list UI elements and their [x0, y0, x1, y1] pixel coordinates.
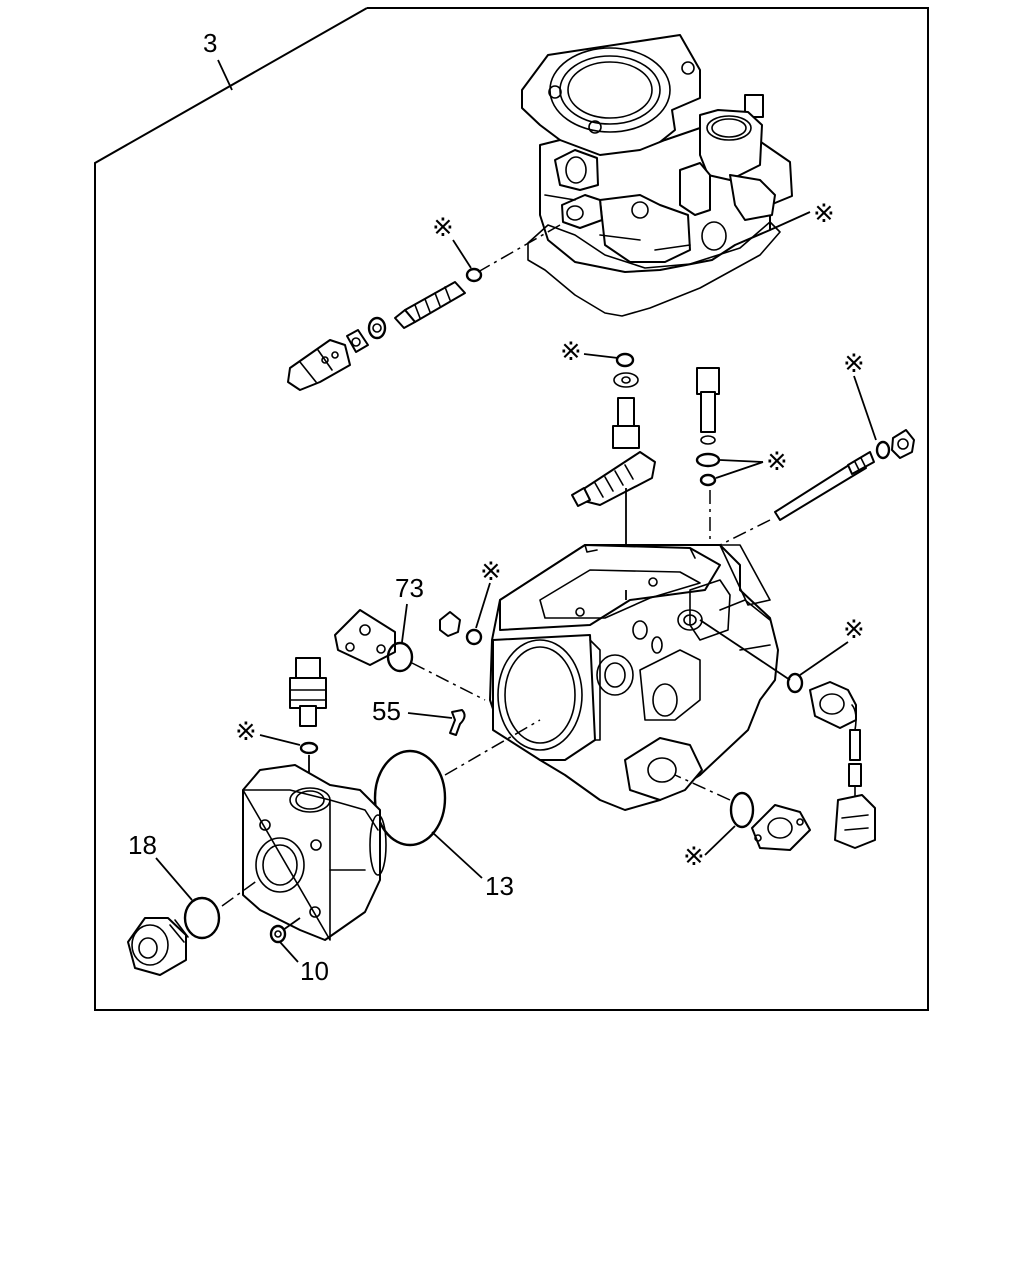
oring-18 [183, 896, 221, 940]
cover-plate-small [334, 609, 396, 666]
kit-mark-rod: ※ [843, 348, 865, 378]
callout-73: 73 [395, 573, 424, 603]
nut-rod [891, 429, 915, 459]
kit-mark-gasket: ※ [813, 198, 835, 228]
kit-mark-solenoid: ※ [235, 716, 257, 746]
callout-55: 55 [372, 696, 401, 726]
assembly-frame [94, 7, 929, 1011]
oring-lower-right [729, 791, 755, 829]
shaft-rod [774, 451, 875, 521]
distributor-head [242, 764, 387, 941]
sensor-connector [809, 681, 876, 849]
kit-mark-top-center: ※ [560, 336, 582, 366]
kit-mark-washer: ※ [480, 556, 502, 586]
valve-fitting-right [696, 367, 720, 445]
clip-55 [449, 709, 466, 736]
oring-13 [373, 749, 447, 847]
main-pump-body [489, 544, 779, 811]
fitting-upper-left [287, 281, 466, 391]
oring-73 [386, 641, 414, 673]
callout-10: 10 [300, 956, 329, 986]
kit-mark-lower-right: ※ [683, 841, 705, 871]
solenoid-valve [289, 657, 327, 727]
leader-3 [217, 59, 233, 91]
cover-plate-lower-right [751, 804, 811, 851]
kit-mark-sensor: ※ [843, 614, 865, 644]
upper-housing [521, 34, 793, 273]
oring-upper [465, 267, 483, 283]
kit-mark-right-orings: ※ [766, 446, 788, 476]
small-bolt [439, 611, 461, 637]
plug-18 [127, 917, 189, 976]
kit-mark-oring-upper: ※ [432, 212, 454, 242]
nut-10 [269, 924, 287, 944]
callout-13: 13 [485, 871, 514, 901]
plunger-fitting [571, 397, 656, 507]
callout-3: 3 [203, 28, 217, 58]
callout-18: 18 [128, 830, 157, 860]
housing-gasket [527, 221, 781, 317]
